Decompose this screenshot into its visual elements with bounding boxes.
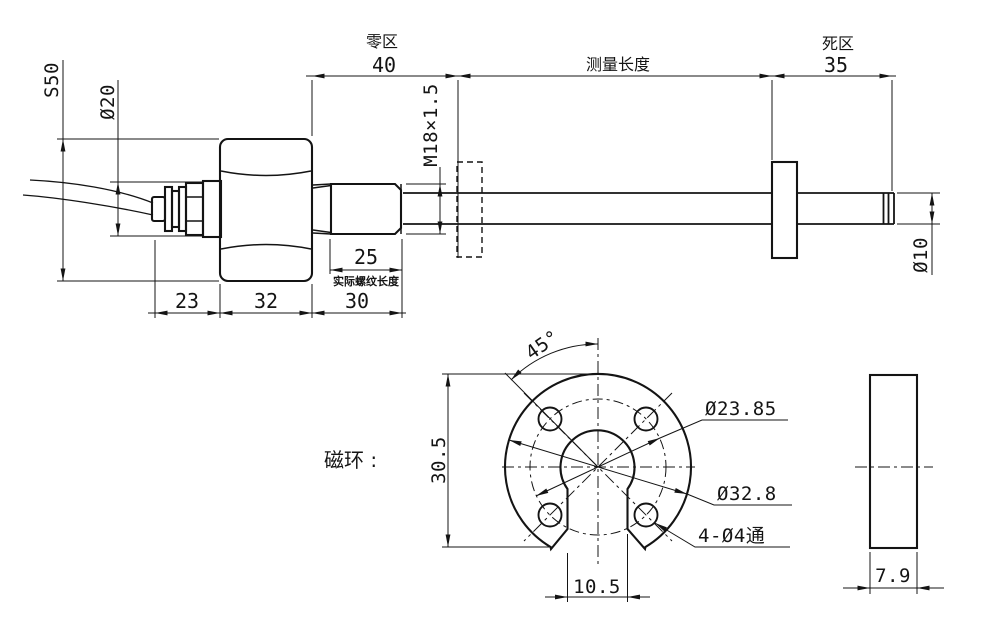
cable-wires — [22, 179, 154, 216]
arrowhead — [458, 73, 471, 79]
thread-outline — [329, 182, 403, 236]
arrowhead — [220, 310, 233, 316]
arrowhead — [155, 310, 168, 316]
dim-body-height: 30.5 — [428, 436, 450, 484]
dim-dead-zone-length: 35 — [824, 53, 848, 77]
arrowhead — [312, 310, 325, 316]
arrowhead — [115, 223, 121, 236]
sensor-rod — [403, 192, 895, 225]
dim-hex-across-flats: S50 — [41, 62, 63, 98]
arrowhead — [772, 73, 785, 79]
arrowhead — [555, 594, 568, 600]
label-measuring-length: 测量长度 — [586, 55, 650, 74]
gland-flange — [201, 179, 223, 239]
sensor-side-view: S50 Ø20 M18×1.5 Ø10 零区 40 测量长度 死区 35 23 … — [22, 32, 940, 318]
arrowhead — [330, 267, 343, 273]
ring-front-outline — [503, 373, 693, 552]
arrowhead — [929, 211, 935, 224]
bolt-circle — [529, 398, 667, 536]
arrowhead — [585, 341, 598, 347]
ring-extension-lines — [442, 373, 918, 602]
dim-hole-angle: 45° — [522, 326, 564, 365]
arrowhead — [759, 73, 772, 79]
hole-top-left — [537, 406, 563, 432]
magnet-ring-phantom — [456, 161, 483, 258]
gland-ring-b — [170, 189, 181, 229]
dim-thread-length: 25 — [354, 245, 378, 269]
gland-hex-nut — [184, 181, 205, 237]
magnet-ring-caption: 磁环 : — [324, 448, 377, 472]
dim-thickness: 7.9 — [875, 565, 911, 587]
hex-body — [218, 137, 314, 283]
thread-section — [312, 182, 403, 236]
ring-arrowheads — [445, 341, 930, 600]
dim-hex-length: 32 — [254, 289, 278, 313]
arrowhead — [207, 310, 220, 316]
dim-thread-spec: M18×1.5 — [420, 83, 442, 167]
ring-side-view — [868, 373, 919, 550]
label-thread-length-note: 实际螺纹长度 — [333, 274, 400, 288]
arrowhead — [857, 585, 870, 591]
thread-details — [312, 183, 402, 235]
dim-gland-diameter: Ø20 — [97, 84, 119, 120]
arrowhead — [60, 268, 66, 281]
through-holes — [537, 406, 659, 528]
arrowhead — [312, 73, 325, 79]
arrowhead — [647, 435, 662, 446]
arrowhead — [445, 374, 451, 387]
arrowhead — [879, 73, 892, 79]
arrowhead — [437, 184, 443, 197]
angle-dimension — [504, 343, 599, 468]
gland-ring-c — [177, 185, 188, 233]
cable-gland — [150, 179, 223, 239]
arrowhead — [917, 585, 930, 591]
arrowhead — [389, 310, 402, 316]
hole-top-right — [633, 406, 659, 432]
diameter-leaders — [508, 419, 792, 548]
arrowhead — [509, 369, 522, 382]
arrowhead — [60, 139, 66, 152]
dimension-lines — [62, 60, 933, 314]
hex-facet-lines — [220, 170, 312, 250]
dim-outer-diameter: Ø32.8 — [717, 483, 777, 505]
magnet-ring-detail-view: 磁环 : — [324, 326, 944, 602]
arrowhead — [389, 267, 402, 273]
dim-zero-zone-length: 40 — [372, 53, 396, 77]
extension-lines — [57, 80, 940, 318]
hole-bottom-left — [537, 502, 563, 528]
arrowhead — [445, 534, 451, 547]
hole-bottom-right — [633, 502, 659, 528]
dim-through-holes: 4-Ø4通 — [698, 525, 765, 547]
arrowhead — [929, 193, 935, 206]
gland-nose — [150, 195, 167, 223]
dim-bolt-circle-diameter: Ø23.85 — [705, 398, 777, 420]
arrowhead — [627, 594, 640, 600]
dim-thread-section-length: 30 — [345, 289, 369, 313]
dim-rod-diameter: Ø10 — [910, 237, 932, 273]
arrowhead — [445, 73, 458, 79]
dim-slot-width: 10.5 — [573, 576, 621, 598]
hex-outline — [218, 137, 314, 283]
gland-hex-facets — [186, 196, 203, 222]
arrowhead — [299, 310, 312, 316]
label-dead-zone: 死区 — [822, 34, 854, 53]
dim-gland-length: 23 — [175, 289, 199, 313]
arrowhead — [115, 182, 121, 195]
label-zero-zone: 零区 — [366, 32, 398, 51]
arrowhead — [437, 221, 443, 234]
arrowheads — [60, 73, 935, 316]
magnet-ring-on-rod — [770, 160, 799, 260]
